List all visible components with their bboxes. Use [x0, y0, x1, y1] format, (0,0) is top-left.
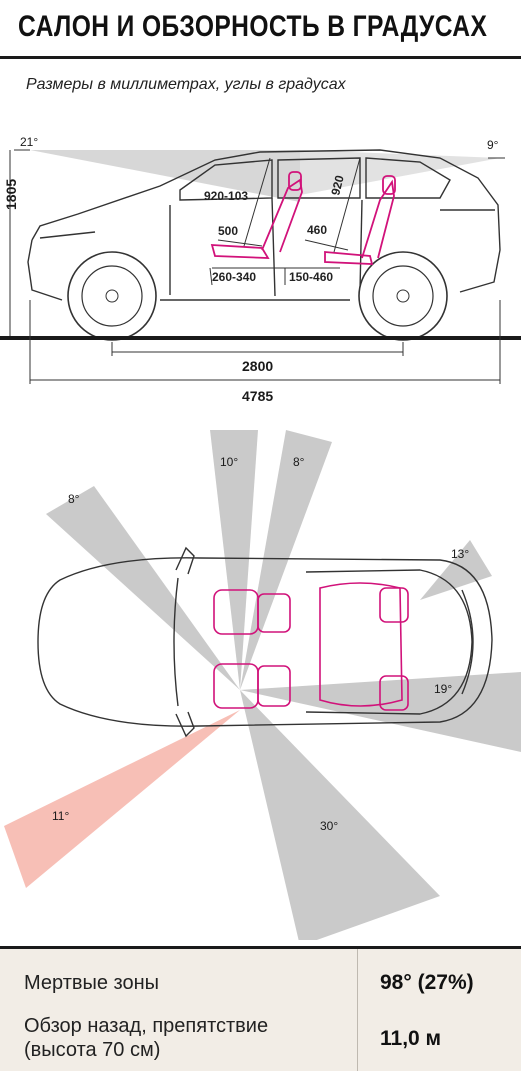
rear-wheel — [358, 251, 448, 341]
angle-left-side: 8° — [68, 492, 80, 506]
angle-front-right: 8° — [293, 455, 305, 469]
summary-panel: Мертвые зоны 98° (27%) Обзор назад, преп… — [0, 946, 521, 1071]
length-value: 4785 — [242, 388, 273, 404]
top-view-diagram: 10° 8° 8° 13° 19° 11° 30° — [4, 430, 521, 940]
blind-zones — [46, 430, 521, 940]
summary-divider — [357, 949, 358, 1071]
height-value: 1805 — [3, 179, 19, 210]
side-view-diagram: 21° 9° 1805 — [0, 135, 521, 404]
rear-visibility-wedge — [300, 150, 500, 195]
rear-legroom-value: 460 — [307, 223, 327, 237]
angle-right-side: 30° — [320, 819, 338, 833]
units-subtitle: Размеры в миллиметрах, углы в градусах — [26, 76, 346, 93]
blind-zones-label: Мертвые зоны — [24, 972, 160, 994]
front-legroom-value: 500 — [218, 224, 238, 238]
blind-zone-front-left — [210, 430, 258, 690]
car-side-outline — [27, 149, 501, 301]
rear-view-label-line2: (высота 70 см) — [24, 1039, 161, 1061]
angle-right-rear-side: 19° — [434, 682, 452, 696]
title-rule — [0, 56, 521, 59]
rear-view-value: 11,0 м — [380, 1027, 442, 1050]
wheelbase-value: 2800 — [242, 358, 273, 374]
blind-zone-rear-right — [420, 540, 492, 600]
mirror-zone-left — [4, 710, 240, 888]
interior-dimension-lines — [209, 157, 361, 286]
blind-zone-right-side — [240, 690, 440, 940]
rear-view-label-line1: Обзор назад, препятствие — [24, 1015, 269, 1037]
top-seats — [213, 582, 409, 711]
angle-mirror-left: 11° — [52, 809, 69, 823]
blind-zone-right-rear-side — [240, 672, 521, 752]
rear-headroom-value: 920 — [328, 174, 347, 197]
length-dimensions — [29, 300, 501, 384]
angle-rear-right: 13° — [451, 547, 469, 561]
front-seat-travel-value: 260-340 — [212, 270, 256, 284]
blind-zone-front-right — [240, 430, 332, 690]
page-title: САЛОН И ОБЗОРНОСТЬ В ГРАДУСАХ — [18, 10, 488, 43]
side-seats — [210, 171, 396, 265]
front-headroom-value: 920-103 — [204, 189, 248, 203]
blind-zone-left-side — [46, 486, 240, 690]
front-wheel — [67, 251, 157, 341]
rear-angle-label: 9° — [487, 138, 499, 152]
car-top-outline — [37, 546, 493, 738]
blind-zones-value: 98° (27%) — [380, 971, 474, 994]
rear-seat-travel-value: 150-460 — [289, 270, 333, 284]
front-angle-label: 21° — [20, 135, 38, 149]
angle-front-left: 10° — [220, 455, 238, 469]
ground-line — [0, 336, 521, 340]
